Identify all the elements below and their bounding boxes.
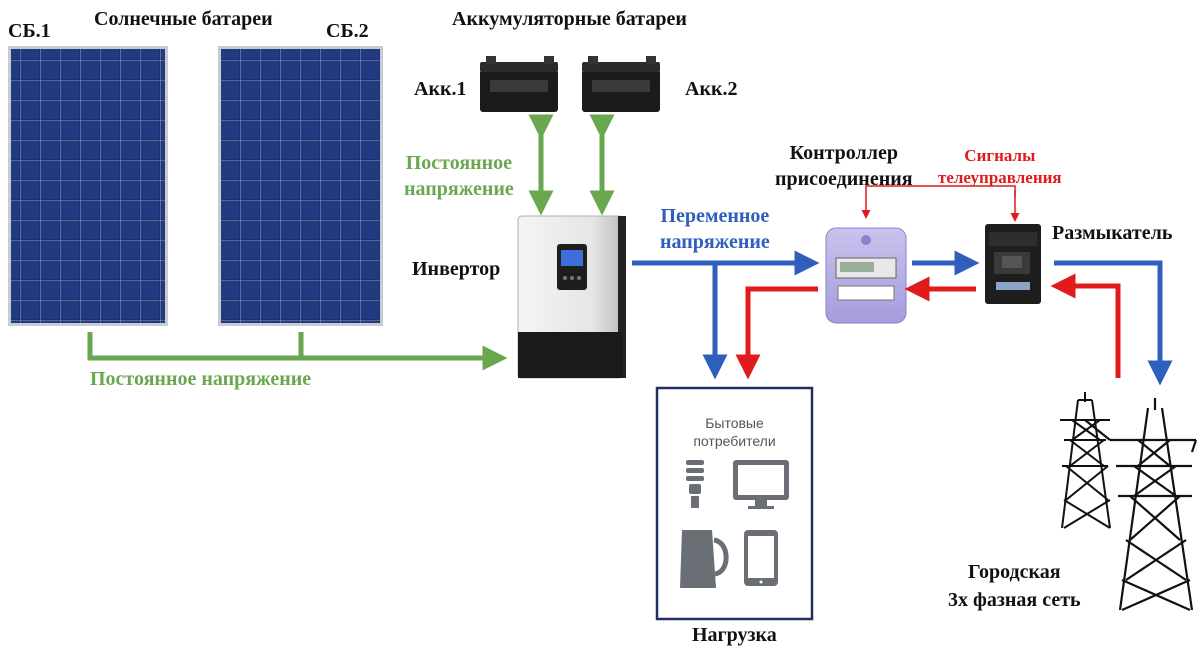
battery-2-label: Акк.2 xyxy=(685,78,738,100)
controller-meter-icon xyxy=(825,227,907,324)
solar-panel-2 xyxy=(218,46,383,326)
solar-panel-1 xyxy=(8,46,168,326)
transmission-tower-1-icon xyxy=(1060,392,1111,529)
grid-label-line2: 3х фазная сеть xyxy=(948,589,1081,611)
breaker-label: Размыкатель xyxy=(1052,222,1173,244)
load-caption-line2: потребители xyxy=(693,433,776,449)
dc-battery-label: Постоянное напряжение xyxy=(404,150,514,202)
inverter-icon xyxy=(517,215,626,379)
telecontrol-signal-lines xyxy=(861,185,1020,222)
load-caption: Бытовые потребители xyxy=(657,414,812,450)
solar-panel-1-label: СБ.1 xyxy=(8,20,51,42)
controller-label: Контроллер присоединения xyxy=(775,140,913,192)
dc-solar-line xyxy=(87,332,508,371)
dc-battery-label-line2: напряжение xyxy=(404,178,514,200)
signals-label-line2: телеуправления xyxy=(938,168,1062,187)
return-line-load xyxy=(735,286,818,380)
monitor-icon xyxy=(733,460,789,509)
ac-line-main xyxy=(632,250,820,380)
load-caption-line1: Бытовые xyxy=(705,415,764,431)
solar-panel-2-label: СБ.2 xyxy=(326,20,369,42)
inverter-label: Инвертор xyxy=(412,258,501,280)
signals-label: Сигналы телеуправления xyxy=(938,145,1062,189)
tablet-icon xyxy=(744,530,778,586)
kettle-icon xyxy=(680,530,729,588)
ac-label-line1: Переменное xyxy=(660,205,770,227)
load-label: Нагрузка xyxy=(692,624,777,646)
breaker-icon xyxy=(985,224,1041,304)
solar-title: Солнечные батареи xyxy=(94,8,273,30)
lamp-icon xyxy=(686,460,704,508)
battery-1-label: Акк.1 xyxy=(414,78,467,100)
grid-label: Городская 3х фазная сеть xyxy=(948,558,1081,614)
signals-label-line1: Сигналы xyxy=(964,146,1036,165)
ac-label-line2: напряжение xyxy=(660,231,770,253)
grid-lines xyxy=(1050,260,1173,386)
battery-1-icon xyxy=(480,56,558,112)
transmission-tower-2-icon xyxy=(1084,398,1198,612)
grid-label-line1: Городская xyxy=(968,561,1061,583)
dc-battery-arrows xyxy=(528,114,615,216)
ac-label: Переменное напряжение xyxy=(660,203,770,255)
controller-label-line1: Контроллер xyxy=(789,142,898,164)
dc-battery-label-line1: Постоянное xyxy=(405,152,513,174)
controller-label-line2: присоединения xyxy=(775,168,913,190)
dc-solar-label: Постоянное напряжение xyxy=(90,368,312,390)
batteries-title: Аккумуляторные батареи xyxy=(452,8,687,30)
battery-2-icon xyxy=(582,56,660,112)
